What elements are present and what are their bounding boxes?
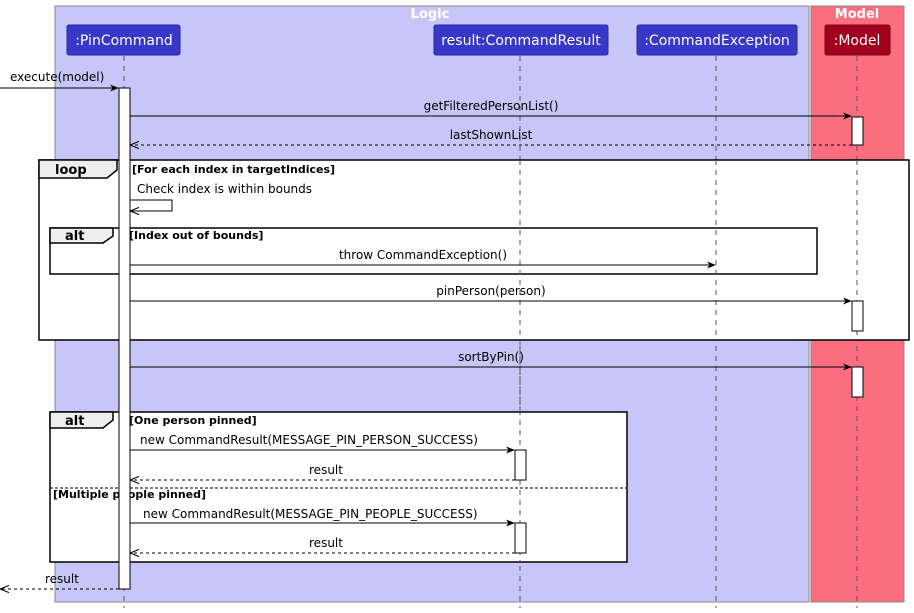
activation-model-get xyxy=(851,116,864,146)
alt-frame-result xyxy=(49,411,628,563)
activation-result-single xyxy=(514,449,527,481)
participant-pin-command-label: :PinCommand xyxy=(75,33,173,49)
loop-frame-guard: [For each index in targetIndices] xyxy=(132,163,335,176)
msg-new-result-single-label: new CommandResult(MESSAGE_PIN_PERSON_SUC… xyxy=(140,433,478,447)
alt-frame-bounds-label: alt xyxy=(65,229,84,244)
alt-frame-result-label: alt xyxy=(65,414,84,429)
activation-model-sort xyxy=(851,366,864,398)
alt-frame-bounds-guard: [Index out of bounds] xyxy=(129,229,263,242)
alt-frame-result-guard-1: [One person pinned] xyxy=(129,414,257,427)
participant-command-result xyxy=(433,24,609,56)
model-box-title: Model xyxy=(835,7,879,22)
msg-result-multi-label: result xyxy=(309,536,343,550)
loop-frame-label: loop xyxy=(55,163,87,178)
alt-frame-bounds-tab xyxy=(49,227,114,244)
activation-model-pin xyxy=(851,300,864,332)
participant-command-result-label: result:CommandResult xyxy=(441,33,601,49)
msg-check-index-label: Check index is within bounds xyxy=(137,182,312,196)
participant-model-label: :Model xyxy=(834,33,881,49)
msg-last-shown-label: lastShownList xyxy=(450,128,533,142)
msg-check-index-arrow xyxy=(130,199,173,211)
participant-pin-command xyxy=(66,24,181,56)
participant-command-exception xyxy=(636,24,798,56)
activation-pin-command xyxy=(118,87,131,590)
loop-frame-tab xyxy=(38,159,118,179)
msg-sort-by-pin-label: sortByPin() xyxy=(458,350,524,364)
alt-frame-result-tab xyxy=(49,411,114,429)
participant-command-exception-label: :CommandException xyxy=(644,33,790,49)
msg-get-filtered-label: getFilteredPersonList() xyxy=(424,99,559,113)
alt-frame-bounds xyxy=(49,227,818,275)
msg-result-single-label: result xyxy=(309,463,343,477)
msg-new-result-multi-label: new CommandResult(MESSAGE_PIN_PEOPLE_SUC… xyxy=(143,507,478,521)
msg-pin-person-label: pinPerson(person) xyxy=(436,284,545,298)
msg-final-result-label: result xyxy=(45,572,79,586)
logic-box-title: Logic xyxy=(411,7,450,22)
activation-result-multi xyxy=(514,522,527,554)
msg-throw-label: throw CommandException() xyxy=(339,248,507,262)
participant-model xyxy=(824,24,891,56)
msg-execute-label: execute(model) xyxy=(10,70,104,84)
